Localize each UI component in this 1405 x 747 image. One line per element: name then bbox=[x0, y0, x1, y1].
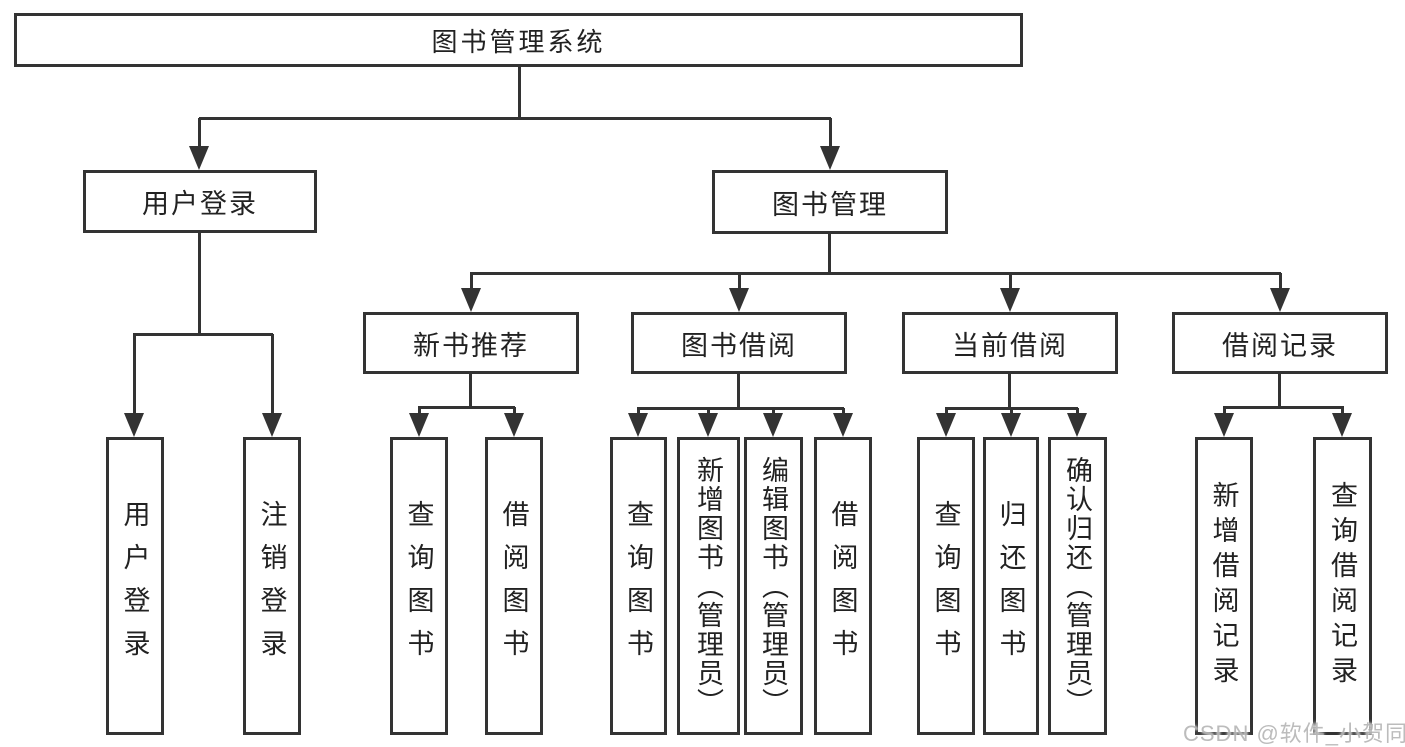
connector-branch-vline bbox=[198, 118, 201, 158]
node-label: 新书推荐 bbox=[413, 330, 529, 361]
node-label: 图书管理系统 bbox=[431, 26, 606, 57]
node-new-book-recommend: 新书推荐 bbox=[363, 312, 579, 374]
connector-branch-vline bbox=[829, 118, 832, 158]
arrow-down-icon bbox=[124, 413, 144, 437]
leaf-query-book-current: 查询图书 bbox=[917, 437, 975, 735]
connector-vline bbox=[198, 233, 201, 336]
node-borrow-records: 借阅记录 bbox=[1172, 312, 1388, 374]
leaf-query-borrow-record: 查询借阅记录 bbox=[1313, 437, 1372, 735]
leaf-borrow-book-recommend: 借阅图书 bbox=[485, 437, 543, 735]
connector-vline bbox=[1278, 374, 1281, 409]
node-label: 图书管理 bbox=[772, 189, 888, 220]
connector-hline bbox=[133, 333, 273, 336]
node-label: 用户登录 bbox=[142, 189, 258, 219]
arrow-down-icon bbox=[936, 413, 956, 437]
node-book-borrow: 图书借阅 bbox=[631, 312, 847, 374]
arrow-down-icon bbox=[1332, 413, 1352, 437]
arrow-down-icon bbox=[1067, 413, 1087, 437]
arrow-down-icon bbox=[833, 413, 853, 437]
node-user-login: 用户登录 bbox=[83, 170, 317, 233]
leaf-borrow-book: 借阅图书 bbox=[814, 437, 872, 735]
leaf-add-borrow-record: 新增借阅记录 bbox=[1195, 437, 1253, 735]
node-label: 借阅记录 bbox=[1222, 330, 1338, 361]
node-label: 图书借阅 bbox=[681, 330, 797, 361]
node-label: 新增借阅记录 bbox=[1208, 481, 1239, 691]
connector-vline bbox=[737, 374, 740, 410]
arrow-down-icon bbox=[763, 413, 783, 437]
connector-vline bbox=[828, 234, 831, 275]
node-label: 编辑图书（管理员） bbox=[758, 455, 788, 717]
node-label: 查询图书 bbox=[403, 500, 434, 672]
node-label: 查询图书 bbox=[623, 500, 653, 672]
connector-branch-vline bbox=[271, 334, 274, 425]
connector-branch-vline bbox=[738, 273, 741, 300]
node-label: 当前借阅 bbox=[952, 330, 1068, 361]
connector-vline bbox=[1008, 374, 1011, 410]
node-label: 借阅图书 bbox=[498, 500, 529, 672]
connector-hline bbox=[1223, 406, 1344, 409]
leaf-confirm-return-admin: 确认归还（管理员） bbox=[1048, 437, 1107, 735]
node-label: 查询借阅记录 bbox=[1327, 481, 1357, 691]
connector-hline bbox=[199, 117, 831, 120]
node-root-library-system: 图书管理系统 bbox=[14, 13, 1023, 67]
arrow-down-icon bbox=[729, 288, 749, 312]
arrow-down-icon bbox=[820, 146, 840, 170]
connector-hline bbox=[470, 272, 1281, 275]
connector-branch-vline bbox=[133, 334, 136, 425]
arrow-down-icon bbox=[1214, 413, 1234, 437]
arrow-down-icon bbox=[1270, 288, 1290, 312]
watermark: CSDN @软件_小贺同学 bbox=[1183, 721, 1405, 746]
connector-branch-vline bbox=[1009, 273, 1012, 300]
node-current-borrow: 当前借阅 bbox=[902, 312, 1118, 374]
arrow-down-icon bbox=[409, 413, 429, 437]
leaf-query-book-borrow: 查询图书 bbox=[610, 437, 667, 735]
connector-vline bbox=[518, 67, 521, 120]
arrow-down-icon bbox=[504, 413, 524, 437]
node-label: 用户登录 bbox=[119, 500, 150, 672]
arrow-down-icon bbox=[461, 288, 481, 312]
arrow-down-icon bbox=[1001, 413, 1021, 437]
arrow-down-icon bbox=[698, 413, 718, 437]
arrow-down-icon bbox=[1000, 288, 1020, 312]
connector-hline bbox=[637, 407, 844, 410]
arrow-down-icon bbox=[189, 146, 209, 170]
connector-branch-vline bbox=[1279, 273, 1282, 300]
leaf-return-book: 归还图书 bbox=[983, 437, 1039, 735]
node-label: 确认归还（管理员） bbox=[1062, 455, 1092, 717]
node-label: 借阅图书 bbox=[827, 500, 858, 672]
node-label: 新增图书（管理员） bbox=[693, 455, 723, 717]
leaf-logout: 注销登录 bbox=[243, 437, 301, 735]
connector-vline bbox=[469, 374, 472, 409]
leaf-query-book-recommend: 查询图书 bbox=[390, 437, 448, 735]
node-label: 查询图书 bbox=[930, 500, 961, 672]
connector-branch-vline bbox=[470, 273, 473, 300]
arrow-down-icon bbox=[628, 413, 648, 437]
leaf-edit-book-admin: 编辑图书（管理员） bbox=[744, 437, 803, 735]
arrow-down-icon bbox=[262, 413, 282, 437]
connector-hline bbox=[418, 406, 515, 409]
node-label: 归还图书 bbox=[995, 500, 1026, 672]
leaf-add-book-admin: 新增图书（管理员） bbox=[677, 437, 740, 735]
node-label: 注销登录 bbox=[256, 500, 287, 672]
node-book-management: 图书管理 bbox=[712, 170, 948, 234]
leaf-user-login: 用户登录 bbox=[106, 437, 164, 735]
